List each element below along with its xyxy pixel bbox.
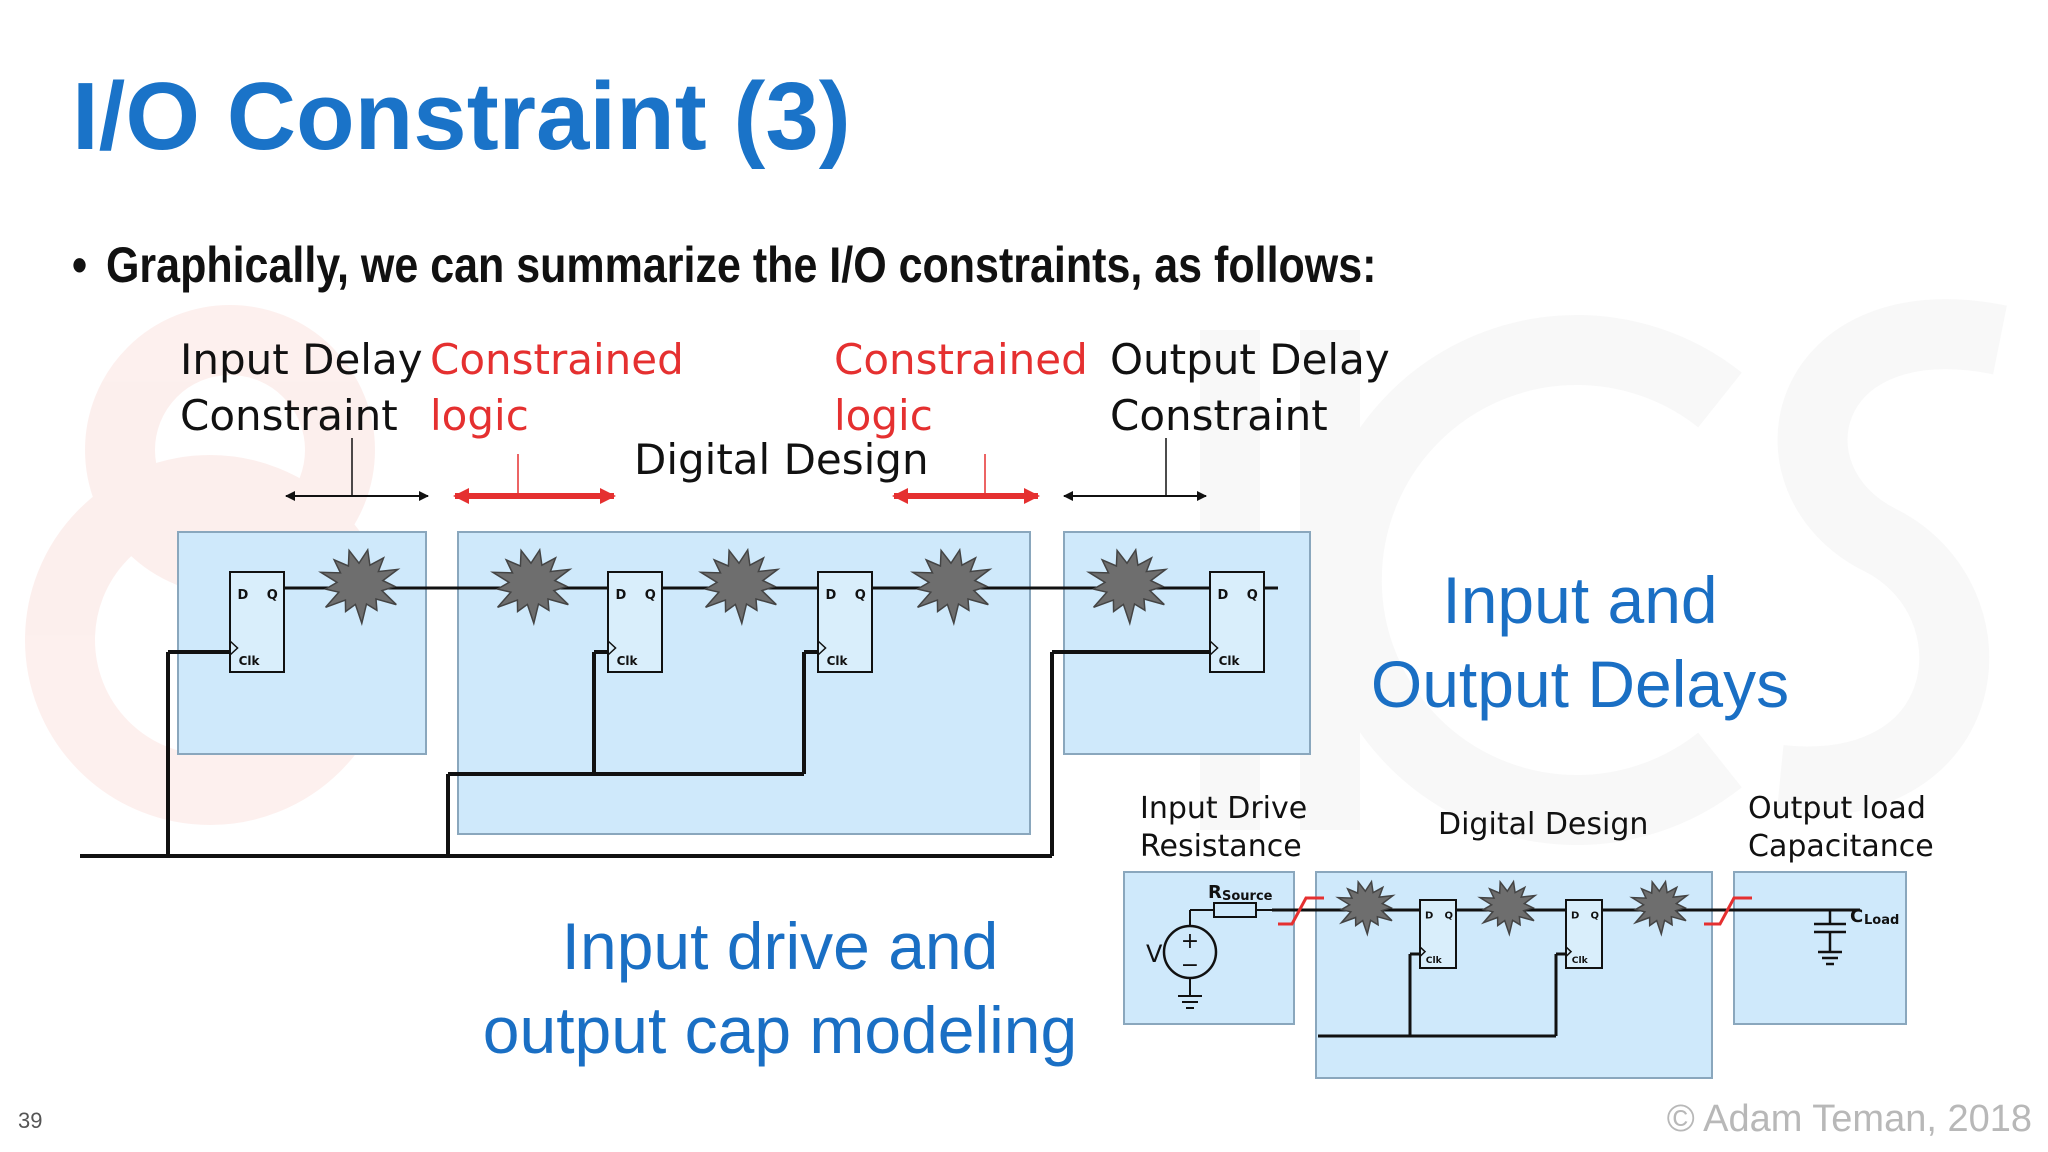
- input-delay-label: Input Delay Constraint: [180, 332, 423, 444]
- clock-wiring: [80, 650, 1210, 858]
- drive-cap-callout: Input drive and output cap modeling: [450, 904, 1110, 1072]
- drive-cap-line1: Input drive and: [561, 909, 999, 983]
- output-load-line2: Capacitance: [1748, 829, 1934, 864]
- flip-flop-2: D Q Clk: [607, 571, 663, 673]
- flop-d-pin: D: [1425, 910, 1433, 921]
- flop-clk-pin: Clk: [617, 654, 639, 668]
- input-drive-line1: Input Drive: [1140, 791, 1308, 826]
- flop-d-pin: D: [1218, 588, 1229, 603]
- bottom-logic-cloud-3: [1629, 879, 1690, 937]
- slide-title: I/O Constraint (3): [72, 63, 851, 170]
- bullet-line: • Graphically, we can summarize the I/O c…: [72, 236, 1376, 294]
- input-block-box: [177, 531, 427, 755]
- constrained-logic-right-line1: Constrained: [834, 335, 1088, 384]
- flop-q-pin: Q: [267, 588, 278, 603]
- logic-cloud-4: [910, 547, 993, 626]
- logic-cloud-1: [318, 547, 401, 626]
- cload-label-sub: Load: [1864, 913, 1899, 928]
- io-delays-line1: Input and: [1442, 563, 1718, 637]
- input-delay-line1: Input Delay: [180, 335, 423, 384]
- input-delay-line2: Constraint: [180, 391, 398, 440]
- flop-clk-pin: Clk: [1219, 654, 1241, 668]
- v-label: V: [1146, 940, 1163, 968]
- constrained-logic-right-label: Constrained logic: [834, 332, 1088, 444]
- flop-clock-triangle: [817, 640, 827, 656]
- load-capacitor: [1814, 910, 1846, 966]
- flop-clock-triangle: [1565, 946, 1573, 957]
- source-box: [1123, 871, 1295, 1025]
- output-delay-label: Output Delay Constraint: [1110, 332, 1390, 444]
- flop-q-pin: Q: [1590, 910, 1599, 921]
- bullet-text: Graphically, we can summarize the I/O co…: [105, 237, 1377, 293]
- source-resistor: R Source: [1190, 882, 1273, 918]
- flop-clock-triangle: [229, 640, 239, 656]
- output-delay-line2: Constraint: [1110, 391, 1328, 440]
- flip-flop-4: D Q Clk: [1209, 571, 1265, 673]
- bottom-logic-clouds: [1335, 879, 1690, 937]
- flip-flop-3: D Q Clk: [817, 571, 873, 673]
- bottom-logic-cloud-2: [1477, 879, 1538, 937]
- flop-clock-triangle: [1419, 946, 1427, 957]
- digital-design-label: Digital Design: [634, 435, 929, 484]
- flop-q-pin: Q: [645, 588, 656, 603]
- logic-cloud-3: [698, 547, 781, 626]
- bottom-digital-design-label: Digital Design: [1438, 807, 1649, 842]
- flop-q-pin: Q: [855, 588, 866, 603]
- input-drive-label: Input Drive Resistance: [1140, 790, 1307, 866]
- drive-cap-line2: output cap modeling: [482, 993, 1078, 1067]
- plus-sign: +: [1181, 929, 1199, 954]
- flop-d-pin: D: [616, 588, 627, 603]
- constrained-logic-right-line2: logic: [834, 391, 933, 440]
- flop-clock-triangle: [1209, 640, 1219, 656]
- flop-clock-triangle: [607, 640, 617, 656]
- flop-d-pin: D: [238, 588, 249, 603]
- input-drive-line2: Resistance: [1140, 829, 1302, 864]
- input-waveform: [1278, 896, 1324, 926]
- bullet-marker: •: [72, 237, 88, 293]
- output-load-label: Output load Capacitance: [1748, 790, 1934, 866]
- logic-cloud-2: [490, 547, 573, 626]
- flop-q-pin: Q: [1247, 588, 1258, 603]
- top-flops: D Q Clk D Q Clk D Q Clk D Q Clk: [229, 571, 1265, 673]
- bottom-logic-cloud-1: [1335, 879, 1396, 937]
- cload-label-main: C: [1850, 906, 1863, 927]
- bottom-clock-wiring: [1318, 952, 1566, 1038]
- flop-d-pin: D: [826, 588, 837, 603]
- flop-clk-pin: Clk: [827, 654, 849, 668]
- constrained-logic-left-label: Constrained logic: [430, 332, 684, 444]
- rsource-label-main: R: [1208, 882, 1222, 903]
- flop-d-pin: D: [1571, 910, 1579, 921]
- voltage-source: + − V: [1146, 910, 1218, 1009]
- output-waveform: [1704, 896, 1752, 926]
- copyright: © Adam Teman, 2018: [1666, 1098, 2032, 1140]
- flop-clk-pin: Clk: [1572, 955, 1589, 966]
- output-load-line1: Output load: [1748, 791, 1926, 826]
- rsource-label-sub: Source: [1222, 889, 1273, 904]
- output-block-box: [1063, 531, 1311, 755]
- flop-q-pin: Q: [1444, 910, 1453, 921]
- output-delay-line1: Output Delay: [1110, 335, 1390, 384]
- logic-cloud-5: [1086, 547, 1169, 626]
- page-number: 39: [18, 1108, 43, 1133]
- flip-flop-1: D Q Clk: [229, 571, 285, 673]
- constrained-logic-left-line1: Constrained: [430, 335, 684, 384]
- io-delays-line2: Output Delays: [1370, 647, 1790, 721]
- flop-clk-pin: Clk: [1426, 955, 1443, 966]
- load-box: [1733, 871, 1907, 1025]
- flop-clk-pin: Clk: [239, 654, 261, 668]
- minus-sign: −: [1181, 953, 1199, 978]
- top-logic-clouds: [318, 547, 1169, 626]
- io-delays-callout: Input and Output Delays: [1330, 558, 1830, 726]
- constrained-logic-left-line2: logic: [430, 391, 529, 440]
